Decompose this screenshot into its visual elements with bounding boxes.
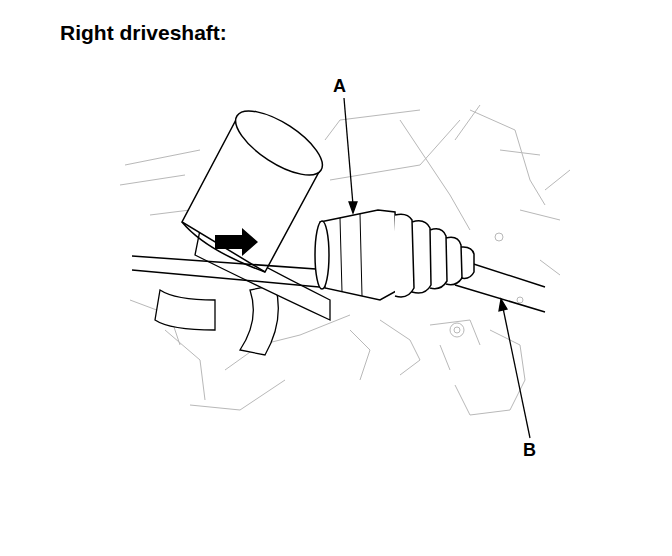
figure-title: Right driveshaft: bbox=[60, 21, 227, 45]
part-label: B bbox=[523, 440, 536, 461]
direction-arrow bbox=[215, 228, 258, 256]
driveshaft bbox=[132, 210, 545, 312]
installation-tool bbox=[182, 99, 332, 272]
leader-lines bbox=[344, 98, 530, 438]
part-label: A bbox=[333, 76, 346, 97]
background-lines bbox=[120, 105, 570, 415]
